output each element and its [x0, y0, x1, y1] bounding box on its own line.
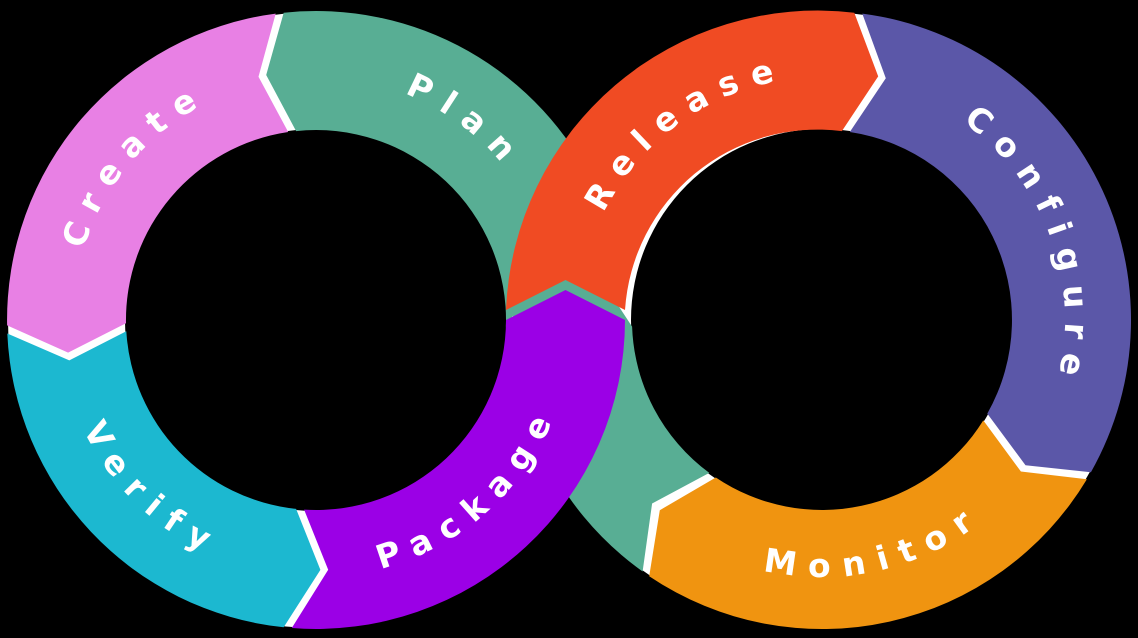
- segment-configure: [849, 13, 1132, 473]
- segment-monitor: [649, 420, 1087, 630]
- segment-verify: [7, 331, 321, 628]
- segment-release: [506, 10, 879, 311]
- segment-package: [291, 290, 625, 629]
- segment-create: [7, 13, 289, 353]
- segment-plan: [266, 11, 597, 327]
